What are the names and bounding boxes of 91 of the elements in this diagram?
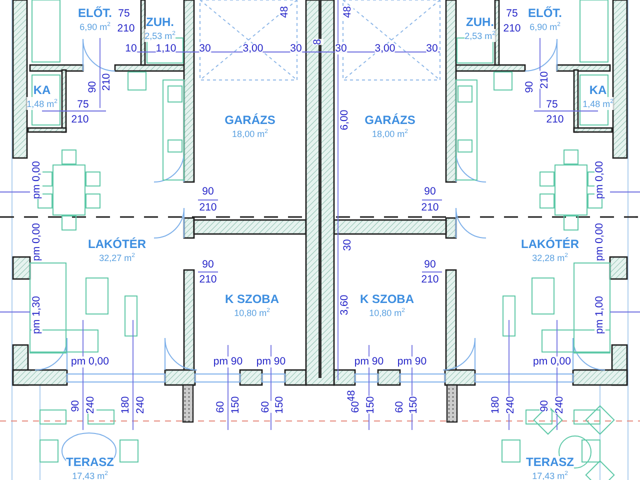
- dimension-text: 30: [290, 44, 302, 54]
- dimension-text: 3,00: [242, 44, 264, 54]
- dimension-text: pm 1,00: [594, 296, 606, 334]
- dimension-text: 30: [335, 44, 347, 54]
- room-area: 32,28 m$^{2}$: [532, 251, 568, 264]
- dimension-text: 90: [202, 186, 214, 198]
- room-name: K SZOBA: [360, 293, 414, 306]
- dimension-text: pm 0,00: [594, 223, 606, 261]
- room-name: LAKÓTÉR: [521, 238, 579, 251]
- room-name: GARÁZS: [224, 114, 276, 127]
- dimension-text: 90: [424, 260, 436, 270]
- dimension-text: pm 1,30: [32, 296, 42, 334]
- room-area: 6,90 m$^{2}$: [80, 20, 110, 33]
- dimension-text: 3,60: [340, 294, 350, 316]
- dimension-text: 48: [280, 6, 290, 18]
- dimension-text: 210: [421, 274, 439, 286]
- room-area: 2,53 m$^{2}$: [464, 29, 496, 42]
- dimension-text: 60: [350, 401, 362, 413]
- dimension-text: 90: [88, 81, 98, 93]
- dimension-text: 6,00: [340, 110, 350, 130]
- room-area: 1,48 m$^{2}$: [26, 97, 58, 110]
- dimension-text: 240: [136, 396, 146, 414]
- dimension-text: 150: [408, 396, 420, 414]
- room-name: ZUH.: [466, 16, 494, 29]
- room-area: 18,00 m$^{2}$: [232, 127, 268, 140]
- dimension-text: 150: [230, 396, 242, 414]
- dimension-text: 75: [546, 100, 558, 110]
- room-area: 17,43 m$^{2}$: [72, 469, 108, 480]
- dimension-text: 90: [524, 81, 536, 93]
- dimension-text: pm 0,00: [533, 356, 571, 368]
- room-area: 10,80 m$^{2}$: [234, 306, 270, 319]
- dimension-text: 210: [102, 73, 112, 91]
- dimension-text: 30: [199, 44, 211, 54]
- dimension-text: pm 0,00: [32, 223, 42, 261]
- room-area: 10,80 m$^{2}$: [369, 306, 405, 319]
- dimension-text: 8: [312, 39, 324, 45]
- dimension-text: 90: [70, 400, 82, 412]
- room-area: 1,48 m$^{2}$: [582, 97, 614, 110]
- room-area: 17,43 m$^{2}$: [532, 469, 568, 480]
- room-name: ZUH.: [146, 16, 174, 29]
- dimension-text: 75: [118, 8, 130, 20]
- dimension-text: 240: [554, 396, 566, 414]
- room-area: 2,53 m$^{2}$: [144, 29, 176, 42]
- dimension-text: 10: [125, 44, 137, 54]
- dimension-text: 210: [117, 24, 135, 34]
- room-name: ELŐT.: [528, 7, 562, 20]
- room-name: ELŐT.: [78, 7, 112, 20]
- dimension-text: pm 90: [256, 356, 286, 368]
- dimension-text: 90: [424, 186, 436, 198]
- dimension-text: 240: [86, 396, 96, 414]
- dimension-text: 180: [490, 396, 502, 414]
- dimension-text: 210: [199, 202, 217, 214]
- room-name: TERASZ: [526, 456, 574, 469]
- dimension-text: 48: [346, 390, 358, 402]
- dimension-text: 210: [503, 24, 521, 34]
- dimension-text: 210: [71, 114, 89, 126]
- dimension-text: 3,00: [374, 44, 396, 54]
- room-name: GARÁZS: [364, 114, 416, 127]
- dimension-text: 48: [342, 6, 354, 18]
- room-area: 32,27 m$^{2}$: [99, 251, 135, 264]
- dimension-text: 90: [202, 260, 214, 270]
- dimension-text: 75: [77, 100, 89, 110]
- room-name: K SZOBA: [225, 293, 279, 306]
- dimension-text: 240: [506, 396, 516, 414]
- dimension-text: 210: [546, 114, 564, 126]
- dimension-text: 60: [260, 401, 272, 413]
- dimension-text: 210: [421, 202, 439, 214]
- dimension-text: 150: [366, 396, 376, 414]
- dimension-text: 210: [199, 274, 217, 286]
- dimension-text: 30: [342, 239, 354, 251]
- dimension-text: 210: [540, 71, 550, 89]
- room-area: 6,90 m$^{2}$: [530, 20, 560, 33]
- dimension-text: 60: [394, 401, 406, 413]
- dimension-text: pm 90: [354, 356, 384, 368]
- dimension-text: 1,10: [156, 44, 176, 54]
- room-name: KA: [589, 84, 607, 97]
- dimension-text: pm 0,00: [71, 356, 109, 368]
- dimension-text: pm 0,00: [594, 161, 606, 199]
- dimension-text: pm 90: [213, 356, 243, 368]
- room-name: KA: [33, 84, 51, 97]
- dimension-text: 150: [274, 396, 286, 414]
- dimension-text: 30: [426, 44, 438, 54]
- dimension-text: pm 0,00: [32, 161, 42, 199]
- dimension-text: 90: [540, 400, 550, 412]
- dimension-text: 180: [120, 396, 132, 414]
- dimension-text: pm 90: [397, 356, 427, 368]
- dimension-text: 60: [216, 401, 226, 413]
- room-area: 18,00 m$^{2}$: [372, 127, 408, 140]
- room-name: TERASZ: [66, 456, 114, 469]
- room-name: LAKÓTÉR: [88, 238, 146, 251]
- dimension-text: 75: [506, 8, 518, 20]
